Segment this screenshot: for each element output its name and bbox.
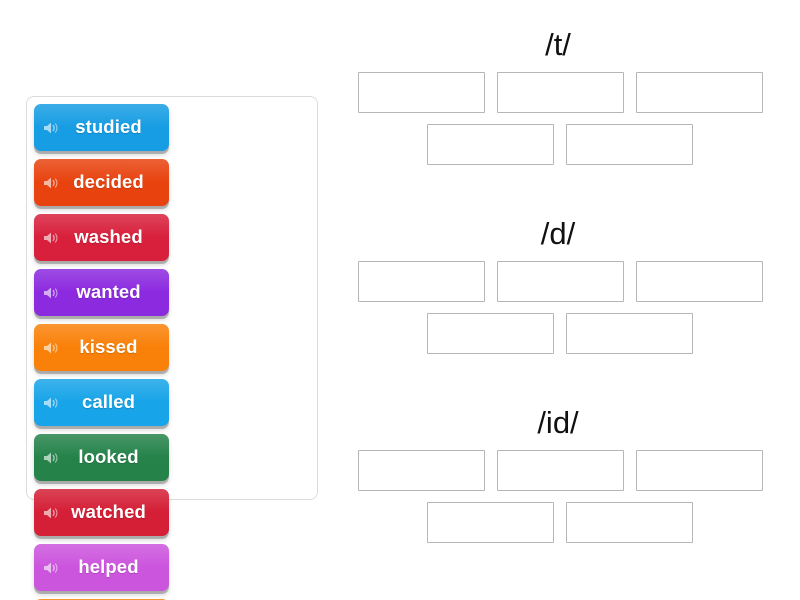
drop-slot[interactable] (497, 261, 624, 303)
slot-row (340, 261, 780, 303)
word-tile-label: studied (75, 116, 142, 138)
slot-row (340, 72, 780, 114)
word-tile-label: watched (71, 501, 146, 523)
word-tile-label: wanted (76, 281, 141, 303)
word-tile[interactable]: helped (34, 544, 169, 591)
slot-row (340, 502, 780, 544)
slot-row (340, 124, 780, 166)
drop-slot[interactable] (566, 313, 693, 355)
sorting-columns-area: /t/ /d/ /id/ (340, 0, 800, 600)
sort-group-heading: /t/ (545, 27, 571, 62)
word-tile-label: kissed (79, 336, 138, 358)
drop-slot[interactable] (566, 502, 693, 544)
drop-slot[interactable] (358, 261, 485, 303)
speaker-icon[interactable] (43, 231, 59, 245)
word-tile[interactable]: decided (34, 159, 169, 206)
sort-group: /id/ (340, 405, 780, 544)
speaker-icon[interactable] (43, 561, 59, 575)
word-tile-panel: studied decided washed wanted kissed called lo… (26, 96, 318, 600)
word-tile[interactable]: wanted (34, 269, 169, 316)
word-tile[interactable]: looked (34, 434, 169, 481)
drop-slot[interactable] (497, 72, 624, 114)
drop-slot[interactable] (427, 502, 554, 544)
slot-row (340, 450, 780, 492)
word-tile-label: washed (74, 226, 143, 248)
drop-slot[interactable] (358, 72, 485, 114)
word-tile-label: looked (78, 446, 139, 468)
drop-slot[interactable] (636, 450, 763, 492)
speaker-icon[interactable] (43, 286, 59, 300)
slot-row (340, 313, 780, 355)
drop-slot[interactable] (566, 124, 693, 166)
drop-slot[interactable] (636, 72, 763, 114)
speaker-icon[interactable] (43, 506, 59, 520)
drop-slot[interactable] (497, 450, 624, 492)
drop-slot[interactable] (427, 313, 554, 355)
word-tile-label: called (81, 391, 136, 413)
speaker-icon[interactable] (43, 341, 59, 355)
speaker-icon[interactable] (43, 396, 59, 410)
word-tile-label: decided (73, 171, 144, 193)
sort-group: /d/ (340, 216, 780, 355)
word-tile-label: helped (78, 556, 139, 578)
speaker-icon[interactable] (43, 451, 59, 465)
drop-slot[interactable] (358, 450, 485, 492)
drop-slot[interactable] (427, 124, 554, 166)
speaker-icon[interactable] (43, 176, 59, 190)
word-tile[interactable]: studied (34, 104, 169, 151)
word-tile[interactable]: watched (34, 489, 169, 536)
word-tile[interactable]: kissed (34, 324, 169, 371)
sort-group-heading: /d/ (540, 216, 576, 251)
speaker-icon[interactable] (43, 121, 59, 135)
word-tile[interactable]: washed (34, 214, 169, 261)
drop-slot[interactable] (636, 261, 763, 303)
sort-group: /t/ (340, 27, 780, 166)
sort-group-heading: /id/ (537, 405, 579, 440)
word-tile[interactable]: called (34, 379, 169, 426)
